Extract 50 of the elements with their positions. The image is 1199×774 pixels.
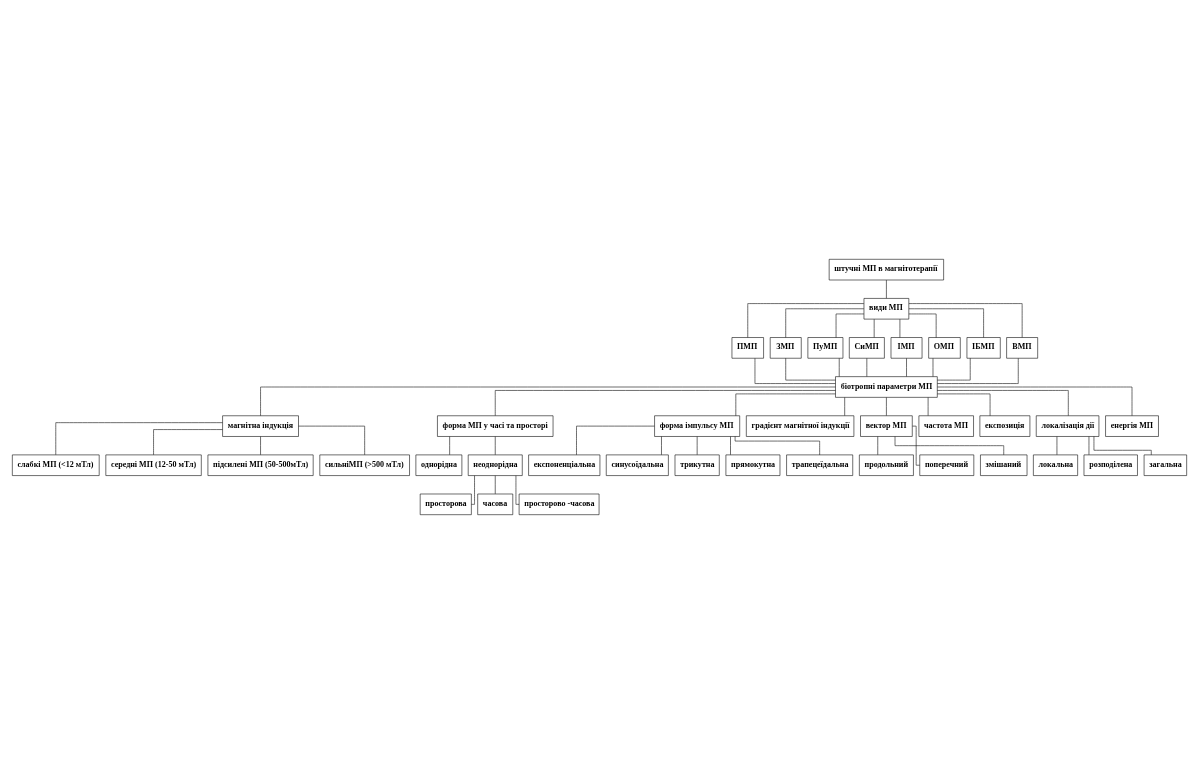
node-box: локальна	[1033, 454, 1078, 476]
connector	[912, 425, 920, 466]
node-box: ОМП	[928, 337, 961, 359]
node-box: ІМП	[890, 337, 923, 359]
node-box: змішаний	[980, 454, 1028, 476]
node-box: ПМП	[731, 337, 764, 359]
node-box: синусоїдальна	[605, 454, 669, 476]
node-box: експоненціальна	[528, 454, 601, 476]
node-box: вектор МП	[860, 415, 913, 437]
node-box: просторова	[419, 493, 472, 515]
node-box: біотропні параметри МП	[835, 376, 938, 398]
node-box: продольний	[859, 454, 914, 476]
connector	[153, 429, 223, 455]
node-box: ЗМП	[769, 337, 802, 359]
node-box: прямокутна	[725, 454, 781, 476]
node-box: трапецеїдальна	[786, 454, 854, 476]
node-box: однорідна	[415, 454, 463, 476]
node-box: розподілена	[1083, 454, 1138, 476]
node-box: локалізація дії	[1035, 415, 1100, 437]
node-box: частота МП	[918, 415, 974, 437]
node-box: сильніМП (>500 мТл)	[319, 454, 410, 476]
node-box: енергія МП	[1105, 415, 1159, 437]
node-box: види МП	[863, 298, 910, 320]
node-box: магнітна індукція	[222, 415, 299, 437]
node-box: ПуМП	[807, 337, 844, 359]
node-box: штучні МП в магнітотерапії	[828, 259, 944, 281]
node-box: загальна	[1143, 454, 1187, 476]
connector	[494, 390, 836, 416]
connector	[661, 436, 662, 455]
node-box: форма імпульсу МП	[654, 415, 740, 437]
connector	[894, 436, 1005, 456]
connector	[754, 358, 836, 384]
node-box: експозиція	[979, 415, 1031, 437]
node-box: неоднорідна	[467, 454, 523, 476]
node-box: просторово -часова	[518, 493, 600, 515]
node-box: слабкі МП (<12 мТл)	[12, 454, 100, 476]
node-box: поперечний	[919, 454, 975, 476]
node-box: градієнт магнітної індукції	[746, 415, 855, 437]
node-box: підсилені МП (50-500мТл)	[207, 454, 314, 476]
node-box: форма МП у часі та просторі	[437, 415, 554, 437]
connector	[260, 436, 261, 455]
node-box: СиМП	[849, 337, 885, 359]
node-box: трикутна	[674, 454, 720, 476]
node-box: ВМП	[1006, 337, 1038, 359]
connector	[937, 390, 1069, 416]
node-box: середні МП (12-50 мТл)	[105, 454, 202, 476]
connector	[908, 308, 984, 338]
node-box: ІБМП	[966, 337, 1001, 359]
node-box: часова	[477, 493, 514, 515]
connector	[730, 436, 731, 455]
